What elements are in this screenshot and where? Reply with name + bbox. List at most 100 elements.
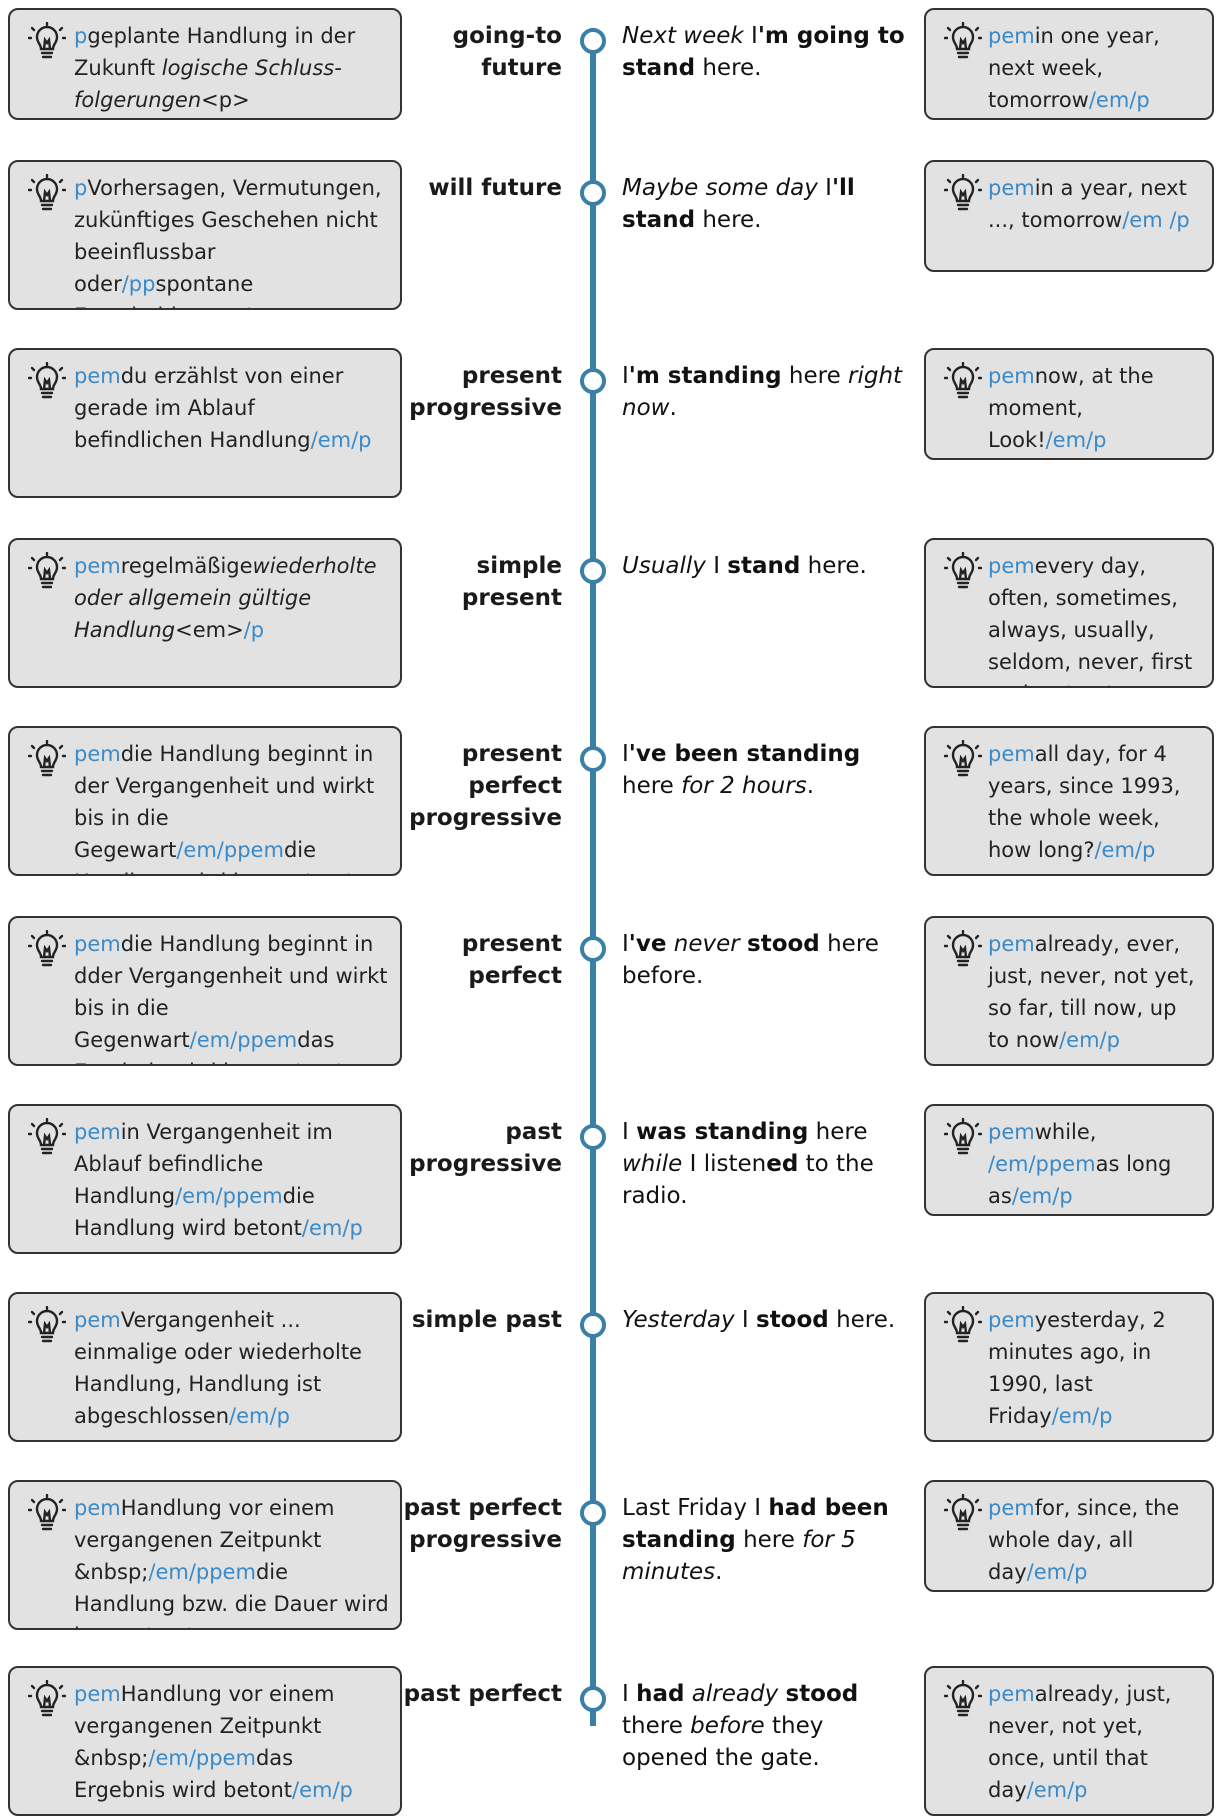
text-run: Next week — [622, 23, 744, 49]
explanation-box: pemVergangenheit ... einmalige oder wied… — [8, 1292, 402, 1442]
text-run: pem — [74, 742, 121, 766]
text-run: /em/ppem — [189, 1028, 298, 1052]
text-run: Maybe some day — [622, 175, 818, 201]
example-sentence: Last Friday I had been standing here for… — [622, 1492, 912, 1588]
text-run: pem — [74, 1682, 121, 1706]
text-run: das Ergebnis wird betont — [74, 1746, 294, 1802]
text-run: ed — [766, 1151, 799, 1177]
text-run: for 5 minutes — [622, 1527, 856, 1585]
lightbulb-icon — [943, 739, 983, 780]
text-run: pem — [988, 1308, 1035, 1332]
text-run: /em/p — [1045, 428, 1107, 452]
text-run: already, just, never, not yet, once, unt… — [988, 1682, 1172, 1802]
text-run: 've been standing — [628, 741, 861, 767]
signal-words-box: pemalready, just, never, not yet, once, … — [924, 1666, 1214, 1816]
text-run: every day, often, sometimes, always, usu… — [988, 554, 1193, 686]
text-run: I — [622, 1119, 637, 1145]
lightbulb-icon — [27, 21, 67, 62]
text-run: had been standing — [622, 1495, 889, 1553]
text-run: das Ergebnis wird betont — [74, 1028, 335, 1064]
text-run: I — [705, 553, 728, 579]
text-run: pem — [74, 1496, 121, 1520]
text-run: in one year, next week, tomorrow — [988, 24, 1160, 112]
text-run: stood — [747, 931, 820, 957]
lightbulb-icon — [27, 173, 67, 214]
signal-words-box: pemyesterday, 2 minutes ago, in 1990, la… — [924, 1292, 1214, 1442]
example-sentence: I've been standing here for 2 hours. — [622, 738, 912, 802]
explanation-box: pemHandlung vor einem vergangenen Zeitpu… — [8, 1666, 402, 1816]
text-run: /em/p — [292, 1060, 353, 1064]
text-run: die Handlung beginnt in dder Vergangenhe… — [74, 932, 388, 1052]
lightbulb-icon — [27, 1679, 67, 1720]
text-run: /p — [243, 304, 263, 308]
timeline-node — [580, 180, 606, 206]
text-run: pem — [988, 932, 1035, 956]
text-run: I listen — [682, 1151, 767, 1177]
signal-words-box: pemfor, since, the whole day, all day/em… — [924, 1480, 1214, 1592]
signal-words-box: pemwhile, /em/ppemas long as/em/p — [924, 1104, 1214, 1216]
explanation-box: pemHandlung vor einem vergangenen Zeitpu… — [8, 1480, 402, 1630]
text-run: du erzählst von einer gerade im Ablauf b… — [74, 364, 344, 452]
text-run: regelmäßige — [120, 554, 253, 578]
text-run: all day, for 4 years, since 1993, the wh… — [988, 742, 1181, 862]
timeline-node — [580, 1312, 606, 1338]
text-run: /em/p — [143, 1624, 204, 1628]
text-run: spontane Entscheidungen — [74, 272, 254, 308]
timeline-node — [580, 558, 606, 584]
text-run: /em/p — [1059, 1028, 1120, 1052]
explanation-text: pemHandlung vor einem vergangenen Zeitpu… — [74, 1678, 390, 1806]
example-sentence: I'm standing here right now. — [622, 360, 912, 424]
signal-words-text: pemin one year, next week, tomorrow/em/p — [988, 20, 1202, 116]
tense-label: past progressive — [409, 1119, 562, 1177]
text-run: here. — [695, 55, 762, 81]
explanation-box: pemin Vergangenheit im Ablauf befindlich… — [8, 1104, 402, 1254]
text-run: pem — [74, 1120, 121, 1144]
text-run: . — [806, 773, 814, 799]
text-run: /em/ppem — [988, 1152, 1096, 1176]
text-run: /em/p — [1011, 1184, 1073, 1208]
text-run: right now — [622, 363, 903, 421]
signal-words-text: pemyesterday, 2 minutes ago, in 1990, la… — [988, 1304, 1202, 1432]
lightbulb-icon — [943, 929, 983, 970]
explanation-text: pemHandlung vor einem vergangenen Zeitpu… — [74, 1492, 390, 1628]
text-run: . — [715, 1559, 723, 1585]
text-run: /em/ppem — [148, 1746, 256, 1770]
text-run: they opened the gate. — [622, 1713, 824, 1771]
text-run: die Handlung bzw. die Dauer wird betont — [74, 1560, 389, 1628]
text-run: I — [743, 23, 758, 49]
explanation-text: pVorhersagen, Vermutungen, zukünftiges G… — [74, 172, 390, 308]
explanation-text: pemdie Handlung beginnt in der Vergangen… — [74, 738, 390, 874]
signal-words-text: pemevery day, often, sometimes, always, … — [988, 550, 1202, 686]
explanation-text: pemdie Handlung beginnt in dder Vergange… — [74, 928, 390, 1064]
text-run: while — [622, 1151, 683, 1177]
text-run: already — [691, 1681, 779, 1707]
text-run: pem — [988, 364, 1035, 388]
text-run: already, ever, just, never, not yet, so … — [988, 932, 1195, 1052]
text-run: here — [735, 1527, 803, 1553]
tense-label: simple past — [411, 1307, 562, 1333]
text-run: pem — [74, 932, 121, 956]
text-run — [740, 931, 747, 957]
signal-words-box: pemin one year, next week, tomorrow/em/p — [924, 8, 1214, 120]
text-run: /em/p — [1062, 682, 1123, 686]
lightbulb-icon — [943, 1117, 983, 1158]
explanation-box: pemregelmäßigewiederholte oder allgemein… — [8, 538, 402, 688]
signal-words-box: pemin a year, next ..., tomorrow/em /p — [924, 160, 1214, 272]
signal-words-text: pemfor, since, the whole day, all day/em… — [988, 1492, 1202, 1588]
text-run: pem — [988, 176, 1035, 200]
signal-words-box: pemalready, ever, just, never, not yet, … — [924, 916, 1214, 1066]
text-run: pem — [988, 554, 1035, 578]
tense-label: past perfect — [403, 1681, 562, 1707]
text-run: Vergangenheit ... einmalige oder wiederh… — [74, 1308, 362, 1428]
lightbulb-icon — [27, 551, 67, 592]
text-run: pem — [988, 742, 1035, 766]
text-run: here. — [800, 553, 867, 579]
lightbulb-icon — [943, 173, 983, 214]
text-run: for 2 hours — [681, 773, 807, 799]
text-run: stood — [785, 1681, 859, 1707]
text-run: to the radio. — [622, 1151, 874, 1209]
example-sentence: Yesterday I stood here. — [622, 1304, 912, 1336]
text-run: /em/p — [229, 1404, 290, 1428]
lightbulb-icon — [27, 929, 67, 970]
text-run: was standing — [636, 1119, 809, 1145]
